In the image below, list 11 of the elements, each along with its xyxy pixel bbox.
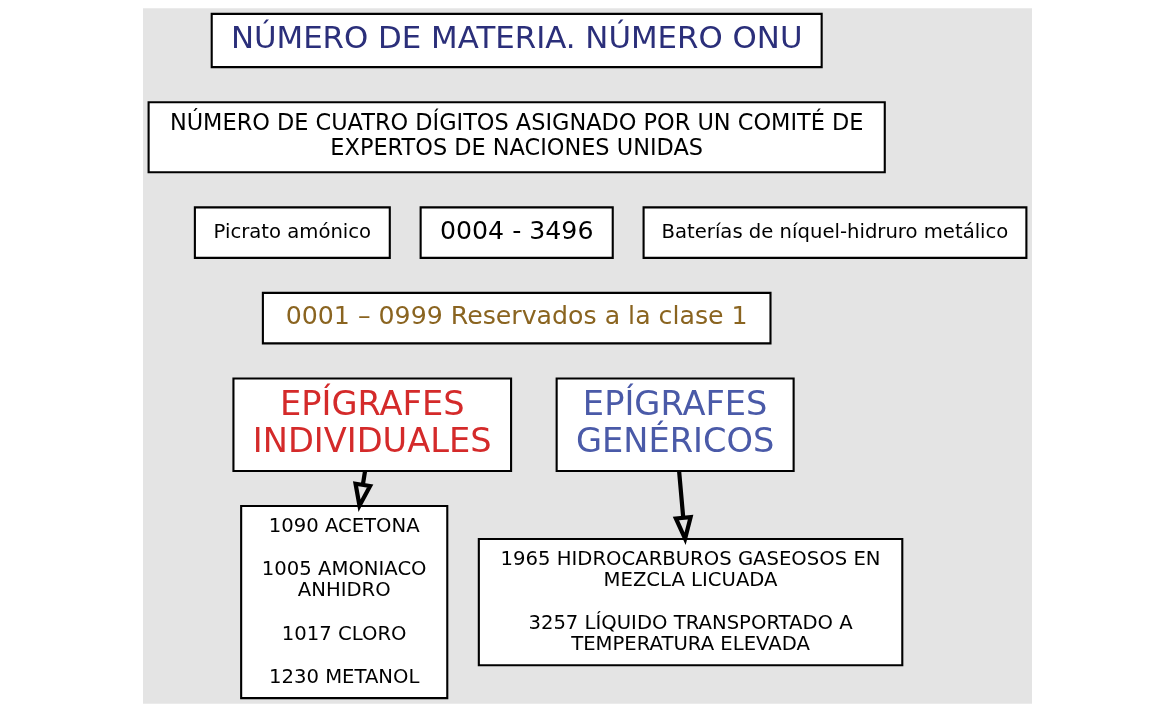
node-box: Picrato amónico [193,206,391,259]
node-box: EPÍGRAFES INDIVIDUALES [231,377,512,473]
node-box: 0001 – 0999 Reservados a la clase 1 [261,291,772,345]
node-box: 1965 HIDROCARBUROS GASEOSOS EN MEZCLA LICUADA 3257 LÍQUIDO TRANSPORTADO A TEMPERATURA ELEVADA [477,537,903,667]
node-box: 0004 - 3496 [419,206,614,259]
node-box: NÚMERO DE CUATRO DÍGITOS ASIGNADO POR UN COMITÉ DE EXPERTOS DE NACIONES UNIDAS [147,101,886,174]
node-box: Baterías de níquel-hidruro metálico [642,206,1027,259]
arrow [672,470,693,546]
node-box: EPÍGRAFES GENÉRICOS [555,377,795,473]
node-box: NÚMERO DE MATERIA. NÚMERO ONU [210,12,823,69]
node-box: 1090 ACETONA 1005 AMONIACO ANHIDRO 1017 CLORO 1230 METANOL [239,505,448,700]
